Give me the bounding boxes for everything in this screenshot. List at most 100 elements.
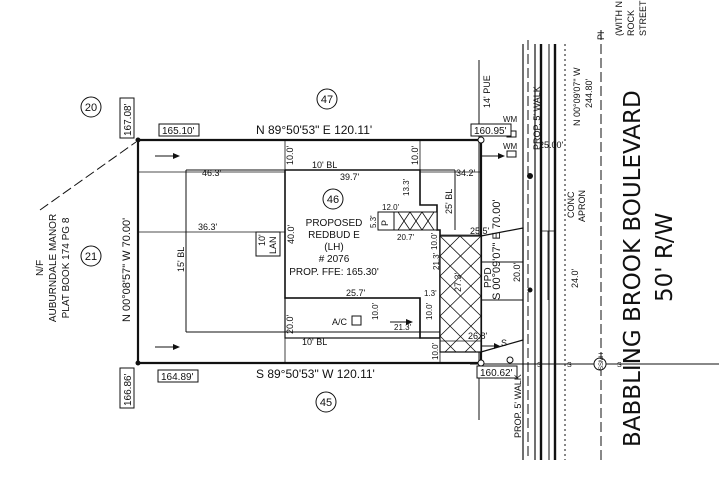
svg-text:P: P [380, 220, 390, 226]
svg-text:(LH): (LH) [324, 242, 343, 253]
svg-text:10.0': 10.0' [430, 232, 439, 250]
ssmh-icon [593, 357, 607, 371]
east-bearing: S 00°09'07" E 70.00' [491, 199, 503, 300]
svg-text:10': 10' [257, 234, 267, 246]
cleanout-marker [506, 356, 514, 364]
tag-160-62: 160.62' [480, 368, 513, 379]
svg-text:25' BL: 25' BL [444, 189, 454, 214]
drainage-arrows [155, 153, 505, 350]
svg-text:10.0': 10.0' [431, 342, 440, 360]
svg-text:WM: WM [503, 115, 518, 124]
house-label: PROPOSED REDBUD E (LH) # 2076 PROP. FFE:… [289, 218, 379, 278]
misc-labels: 14' PUE PROP. 5' WALK PROP. 5' WALK WM W… [176, 75, 587, 438]
svg-text:25.00': 25.00' [539, 140, 564, 150]
svg-text:PROPOSED: PROPOSED [306, 218, 363, 229]
svg-text:21.3': 21.3' [394, 323, 412, 332]
elevation-tags: 165.10' 160.95' 164.89' 160.62' 167.08' … [119, 97, 518, 409]
sanitary-line: S S S SSMH [470, 353, 719, 371]
svg-text:25.7': 25.7' [346, 288, 366, 298]
tag-166-86: 166.86' [123, 373, 134, 406]
svg-text:25.5': 25.5' [470, 226, 490, 236]
svg-text:39.7': 39.7' [340, 172, 360, 182]
svg-text:CONC: CONC [566, 191, 576, 218]
svg-text:14' PUE: 14' PUE [482, 75, 492, 108]
lot-20: 20 [85, 102, 97, 114]
svg-text:STREET: STREET [638, 0, 648, 36]
svg-text:36.3': 36.3' [198, 222, 218, 232]
svg-text:A/C: A/C [332, 317, 348, 327]
svg-text:PLAT BOOK 174 PG 8: PLAT BOOK 174 PG 8 [61, 217, 72, 318]
san-mark-3: S [617, 362, 622, 369]
setback-lines [185, 169, 456, 333]
meter-marker [527, 173, 533, 179]
svg-text:27.3': 27.3' [453, 272, 463, 292]
tag-164-89: 164.89' [161, 372, 194, 383]
svg-text:40.0': 40.0' [286, 224, 296, 244]
neighbor-label: N/F AUBURNDALE MANOR PLAT BOOK 174 PG 8 [35, 214, 72, 322]
svg-text:12.0': 12.0' [382, 203, 400, 212]
house-footprint [284, 169, 441, 339]
tag-160-95: 160.95' [474, 126, 507, 137]
svg-text:10' BL: 10' BL [302, 337, 327, 347]
neighbor-boundary [39, 141, 137, 211]
side-street-label: PI (WITH N ROCK STREET [596, 0, 648, 40]
water-meter-2 [506, 150, 517, 158]
svg-text:5.3': 5.3' [369, 215, 378, 228]
svg-text:# 2076: # 2076 [319, 254, 350, 265]
tag-165-10: 165.10' [162, 126, 195, 137]
lot-numbers: 47 46 45 20 21 [80, 88, 344, 413]
svg-text:PI: PI [596, 31, 606, 40]
svg-text:S: S [501, 338, 507, 348]
svg-text:10.0': 10.0' [410, 145, 420, 165]
porch-hatch [393, 211, 438, 231]
svg-text:PROP. 5' WALK: PROP. 5' WALK [532, 86, 542, 150]
svg-text:10' BL: 10' BL [312, 160, 337, 170]
svg-text:REDBUD E: REDBUD E [308, 230, 360, 241]
ssmh-label: SSMH [599, 353, 605, 370]
north-bearing: N 89°50'53" E 120.11' [256, 123, 372, 137]
svg-text:ROCK: ROCK [626, 10, 636, 36]
svg-text:PROP. 5' WALK: PROP. 5' WALK [513, 374, 523, 438]
svg-text:10.0': 10.0' [371, 302, 380, 320]
san-mark: S [537, 362, 542, 369]
tag-167-08: 167.08' [123, 103, 134, 136]
street-name: BABBLING BROOK BOULEVARD [620, 90, 646, 447]
svg-text:24.0': 24.0' [570, 268, 580, 288]
lot-46: 46 [327, 194, 339, 206]
svg-text:15' BL: 15' BL [176, 247, 186, 272]
apron-marker [527, 287, 533, 293]
lot-21: 21 [85, 251, 97, 263]
west-bearing: N 00°08'57" W 70.00' [121, 218, 133, 322]
svg-text:46.3': 46.3' [202, 168, 222, 178]
svg-text:AUBURNDALE MANOR: AUBURNDALE MANOR [48, 214, 59, 322]
svg-text:PROP. FFE: 165.30': PROP. FFE: 165.30' [289, 267, 379, 278]
svg-text:34.2': 34.2' [456, 168, 476, 178]
lot-45: 45 [320, 397, 332, 409]
svg-text:21.3': 21.3' [432, 252, 441, 270]
svg-text:(WITH N: (WITH N [614, 1, 624, 36]
svg-text:LAN: LAN [268, 236, 278, 254]
row-distance: 244.80' [584, 78, 594, 108]
row-bearing: N 00°09'07" W [572, 67, 582, 126]
dimension-labels: 46.3' 10.0' 39.7' 10.0' 34.2' 25.00' 13.… [198, 140, 580, 360]
svg-text:10.0': 10.0' [285, 145, 295, 165]
svg-text:N/F: N/F [35, 260, 46, 276]
san-mark-2: S [567, 362, 572, 369]
svg-text:13.3': 13.3' [402, 178, 411, 196]
svg-text:PPD: PPD [483, 267, 494, 288]
svg-text:20.0': 20.0' [285, 314, 295, 334]
svg-text:20.0': 20.0' [512, 262, 522, 282]
ac-unit [351, 315, 362, 326]
driveway-ppd [439, 227, 524, 353]
south-bearing: S 89°50'53" W 120.11' [256, 367, 375, 381]
svg-text:APRON: APRON [577, 190, 587, 222]
svg-text:20.7': 20.7' [397, 233, 415, 242]
svg-text:10.0': 10.0' [425, 302, 434, 320]
svg-text:1.3': 1.3' [424, 289, 437, 298]
svg-text:WM: WM [503, 142, 518, 151]
street-row: 50' R/W [652, 213, 678, 302]
lot-47: 47 [321, 94, 333, 106]
street-lines [478, 30, 602, 460]
svg-text:26.8': 26.8' [468, 331, 488, 341]
